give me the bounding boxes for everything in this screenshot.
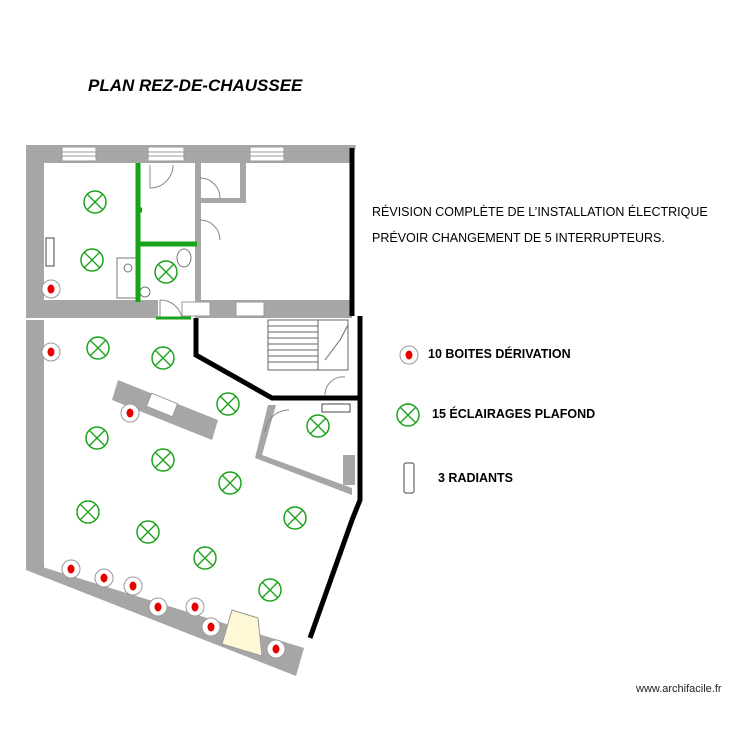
- junction-boxes: [41, 279, 419, 659]
- ceiling-light-icon: [76, 500, 100, 524]
- ceiling-light-icon: [306, 414, 330, 438]
- ceiling-light-icon: [151, 448, 175, 472]
- legend-ceiling-light-label: 15 ÉCLAIRAGES PLAFOND: [432, 407, 596, 421]
- ceiling-lights: [76, 190, 420, 602]
- junction-box-icon: [148, 597, 168, 617]
- junction-box-icon: [41, 342, 61, 362]
- doors: [149, 164, 346, 433]
- middle-wall-left: [26, 300, 116, 318]
- window-1: [61, 146, 97, 162]
- door-wc: [149, 164, 174, 189]
- closet-wall-bottom: [195, 198, 246, 203]
- ceiling-light-icon: [193, 546, 217, 570]
- junction-box-icon: [201, 617, 221, 637]
- plan-title: PLAN REZ-DE-CHAUSSEE: [88, 76, 303, 95]
- credit-link[interactable]: www.archifacile.fr: [636, 683, 722, 695]
- window-4: [181, 301, 211, 317]
- closet-wall: [240, 163, 246, 203]
- door-stairs: [324, 376, 346, 396]
- east-wall: [307, 316, 363, 639]
- ceiling-light-icon: [283, 506, 307, 530]
- ceiling-light-icon: [396, 403, 420, 427]
- new-walls: [193, 148, 363, 639]
- junction-box-icon: [266, 639, 286, 659]
- note-switches: PRÉVOIR CHANGEMENT DE 5 INTERRUPTEURS.: [372, 231, 665, 245]
- window-2: [147, 146, 185, 162]
- ceiling-light-icon: [83, 190, 107, 214]
- ceiling-light-icon: [86, 336, 110, 360]
- door-bath: [199, 219, 221, 241]
- toilet: [176, 248, 192, 268]
- radiator-wall: [343, 455, 355, 485]
- ceiling-light-icon: [80, 248, 104, 272]
- corner-partition: [255, 405, 352, 495]
- radiator: [45, 237, 55, 267]
- fireplace: [221, 609, 263, 657]
- west-wall: [26, 145, 44, 305]
- ceiling-light-icon: [151, 346, 175, 370]
- sanitary: [116, 248, 192, 299]
- ceiling-light-icon: [154, 260, 178, 284]
- door-entry: [159, 299, 183, 319]
- note-revision: RÉVISION COMPLÈTE DE L’INSTALLATION ÉLEC…: [372, 205, 708, 219]
- junction-box-icon: [120, 403, 140, 423]
- junction-box-icon: [94, 568, 114, 588]
- radiators: [45, 237, 415, 494]
- radiator: [321, 403, 351, 413]
- junction-box-icon: [41, 279, 61, 299]
- junction-box-icon: [61, 559, 81, 579]
- window-5: [235, 301, 265, 317]
- middle-wall-center: [116, 300, 158, 318]
- junction-box-icon: [123, 576, 143, 596]
- window-south: [145, 392, 179, 418]
- door-closet: [199, 177, 221, 199]
- interior-wall: [193, 318, 360, 401]
- radiator-legend-icon: [403, 462, 415, 494]
- stairs: [267, 319, 349, 371]
- window-3: [249, 146, 285, 162]
- west-wall-lower: [26, 320, 44, 570]
- bathroom-partitions: [135, 163, 197, 320]
- door-corner: [264, 409, 290, 433]
- ceiling-light-icon: [216, 392, 240, 416]
- ceiling-light-icon: [136, 520, 160, 544]
- junction-box-icon: [185, 597, 205, 617]
- legend-junction-box-label: 10 BOITES DÉRIVATION: [428, 347, 571, 361]
- legend-radiator-label: 3 RADIANTS: [438, 471, 514, 485]
- ceiling-light-icon: [258, 578, 282, 602]
- ceiling-light-icon: [85, 426, 109, 450]
- bathroom-wall: [195, 163, 201, 303]
- junction-box-icon: [399, 345, 419, 365]
- middle-wall-right: [195, 300, 352, 318]
- windows: [61, 146, 285, 418]
- ceiling-light-icon: [218, 471, 242, 495]
- existing-walls: [26, 145, 356, 676]
